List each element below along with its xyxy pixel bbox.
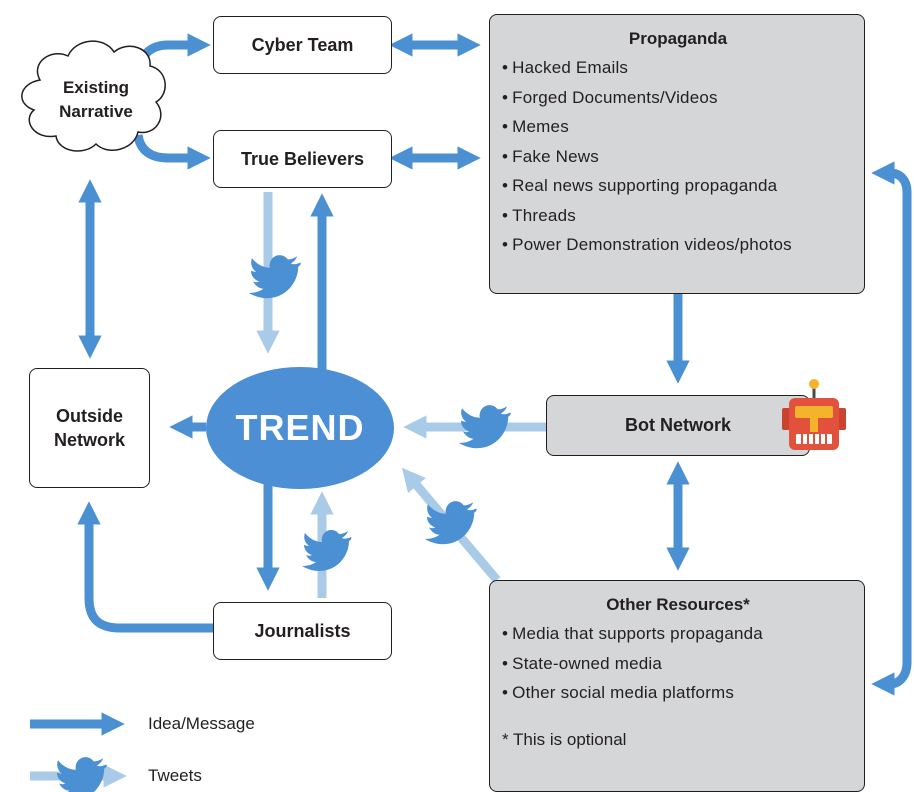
legend-tweets-label: Tweets bbox=[148, 766, 202, 785]
bot-network-node: Bot Network bbox=[546, 395, 810, 456]
journalists-node: Journalists bbox=[213, 602, 392, 660]
other-resources-panel: Other Resources* Media that supports pro… bbox=[489, 580, 865, 792]
list-item: Real news supporting propaganda bbox=[502, 171, 854, 201]
list-item: State-owned media bbox=[502, 649, 854, 679]
true-believers-node: True Believers bbox=[213, 130, 392, 188]
propaganda-title: Propaganda bbox=[628, 29, 728, 48]
existing-narrative-label: Existing Narrative bbox=[59, 78, 133, 121]
list-item: Memes bbox=[502, 112, 854, 142]
list-item: Other social media platforms bbox=[502, 678, 854, 708]
cyber-team-node: Cyber Team bbox=[213, 16, 392, 74]
other-resources-list: Media that supports propaganda State-own… bbox=[502, 619, 854, 708]
propaganda-list: Hacked Emails Forged Documents/Videos Me… bbox=[502, 53, 854, 260]
other-resources-title: Other Resources* bbox=[606, 595, 750, 614]
list-item: Fake News bbox=[502, 142, 854, 172]
list-item: Threads bbox=[502, 201, 854, 231]
twitter-bird-icon bbox=[248, 255, 301, 299]
arrow-propaganda-other-resources-loop bbox=[871, 161, 912, 696]
trend-node: TREND bbox=[206, 367, 394, 489]
outside-network-node: Outside Network bbox=[29, 368, 150, 488]
legend-idea-label: Idea/Message bbox=[148, 714, 255, 733]
list-item: Hacked Emails bbox=[502, 53, 854, 83]
propaganda-panel: Propaganda Hacked Emails Forged Document… bbox=[489, 14, 865, 294]
robot-icon bbox=[782, 379, 846, 450]
twitter-bird-icon bbox=[302, 530, 352, 571]
list-item: Forged Documents/Videos bbox=[502, 83, 854, 113]
optional-note: * This is optional bbox=[502, 729, 627, 749]
twitter-bird-icon bbox=[54, 757, 107, 792]
arrow-journalists-to-outside-network bbox=[77, 501, 214, 633]
arrow-narrative-to-true-believers bbox=[133, 134, 211, 170]
cloud-shape bbox=[21, 40, 166, 152]
list-item: Media that supports propaganda bbox=[502, 619, 854, 649]
list-item: Power Demonstration videos/photos bbox=[502, 230, 854, 260]
twitter-bird-icon bbox=[458, 405, 511, 449]
